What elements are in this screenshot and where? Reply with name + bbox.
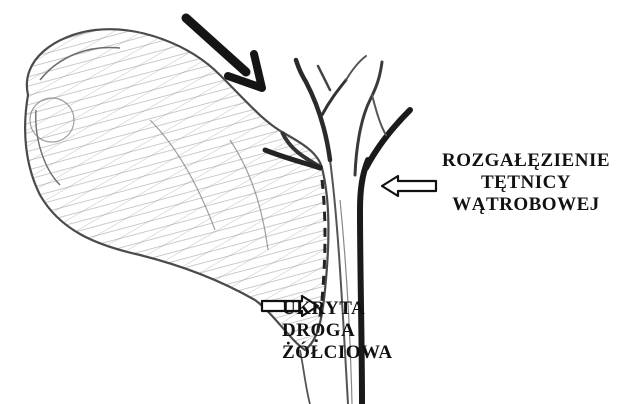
label-duct-line2: DROGA <box>282 320 393 342</box>
label-artery-line2: TĘTNICY <box>426 172 626 194</box>
duct-branches <box>296 56 366 160</box>
label-artery-branching: ROZGAŁĘZIENIE TĘTNICY WĄTROBOWEJ <box>426 150 626 216</box>
label-hidden-bile-duct: UKRYTA DROGA ŻÓŁCIOWA <box>282 298 393 364</box>
label-artery-line1: ROZGAŁĘZIENIE <box>426 150 626 172</box>
label-artery-line3: WĄTROBOWEJ <box>426 194 626 216</box>
label-duct-line1: UKRYTA <box>282 298 393 320</box>
label-duct-line3: ŻÓŁCIOWA <box>282 342 393 364</box>
